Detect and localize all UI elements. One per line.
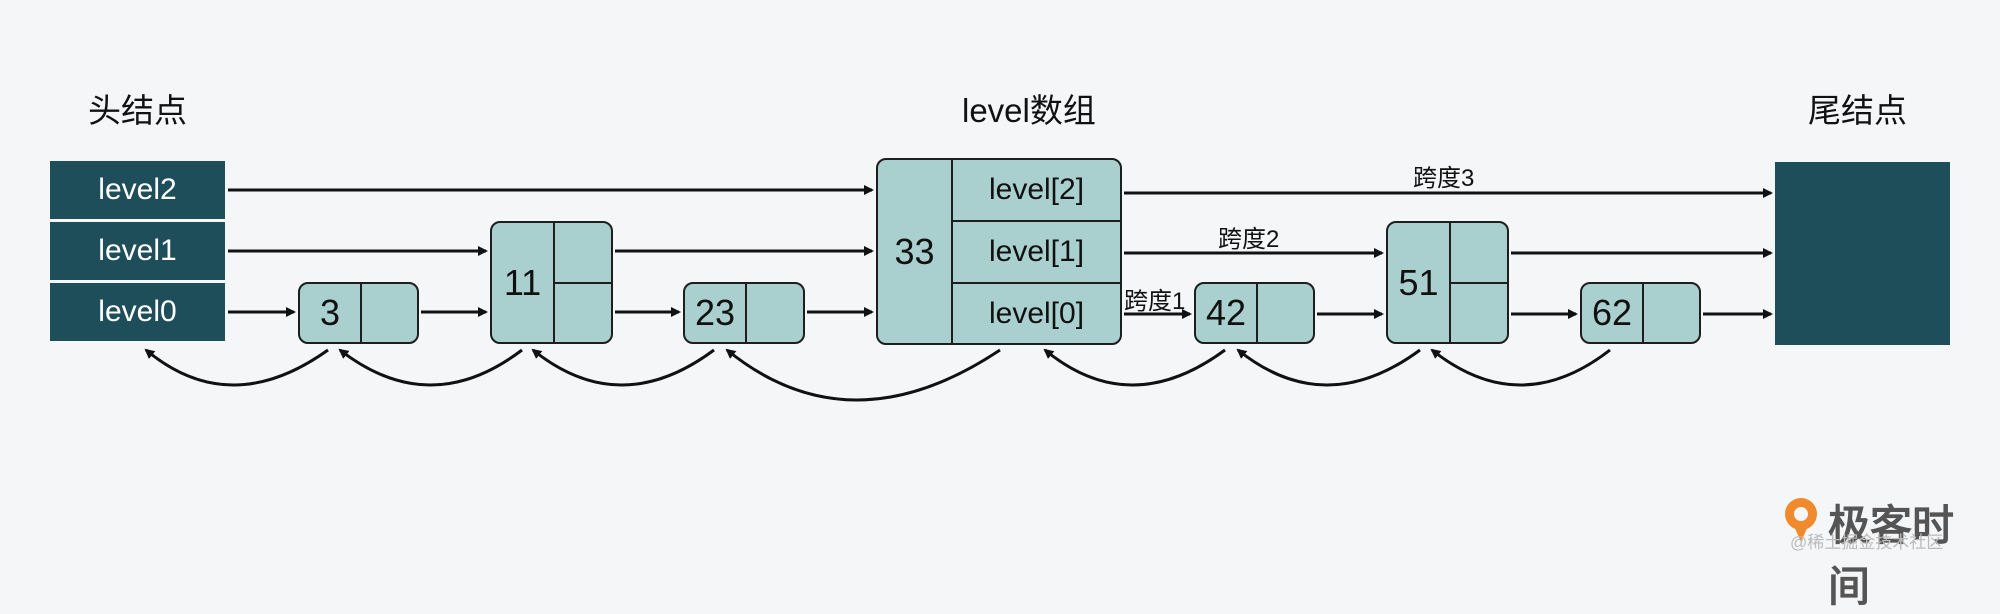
brand-logo-icon xyxy=(1785,498,1817,542)
node-key: 42 xyxy=(1196,284,1258,342)
node-key: 3 xyxy=(300,284,362,342)
backward-arrow-23-11 xyxy=(531,348,715,387)
span-3-label: 跨度3 xyxy=(1413,165,1475,192)
backward-arrow-33-23 xyxy=(725,348,1001,402)
pointer-arrows xyxy=(144,185,1773,402)
head-level1: level1 xyxy=(50,222,225,280)
level-divider xyxy=(951,282,1120,284)
node-key: 33 xyxy=(878,160,953,343)
watermark-small: @稀土掘金技术社区 xyxy=(1790,533,1944,552)
node-key: 62 xyxy=(1582,284,1644,342)
node-23: 23 xyxy=(683,282,805,344)
backward-arrow-51-42 xyxy=(1236,348,1421,387)
level-2-label: level[2] xyxy=(988,173,1085,206)
node-42: 42 xyxy=(1194,282,1315,344)
level-1-label: level[1] xyxy=(988,235,1085,268)
backward-arrow-62-51 xyxy=(1430,348,1611,387)
node-3: 3 xyxy=(298,282,419,344)
backward-arrow-3-head xyxy=(144,348,329,387)
head-level2: level2 xyxy=(50,161,225,219)
node-51: 51 xyxy=(1386,221,1509,344)
tail-node-title: 尾结点 xyxy=(1808,92,1907,129)
backward-arrow-11-3 xyxy=(338,348,523,387)
level-array-title: level数组 xyxy=(962,92,1096,129)
head-level0: level0 xyxy=(50,283,225,341)
level-0-label: level[0] xyxy=(988,296,1085,330)
node-62: 62 xyxy=(1580,282,1701,344)
backward-arrow-42-33 xyxy=(1043,348,1226,387)
level-divider xyxy=(1449,282,1507,284)
tail-node xyxy=(1775,162,1950,345)
level-divider xyxy=(553,282,611,284)
watermark-brand: 极客时间 xyxy=(1828,502,1955,610)
node-11: 11 xyxy=(490,221,613,344)
node-33: 33 level[2] level[1] level[0] xyxy=(876,158,1122,345)
node-key: 23 xyxy=(685,284,747,342)
head-node-title: 头结点 xyxy=(88,92,187,129)
span-1-label: 跨度1 xyxy=(1124,288,1186,315)
watermark: 极客时间 @稀土掘金技术社区 xyxy=(1780,492,1990,610)
span-2-label: 跨度2 xyxy=(1218,226,1280,253)
level-divider xyxy=(951,220,1120,222)
